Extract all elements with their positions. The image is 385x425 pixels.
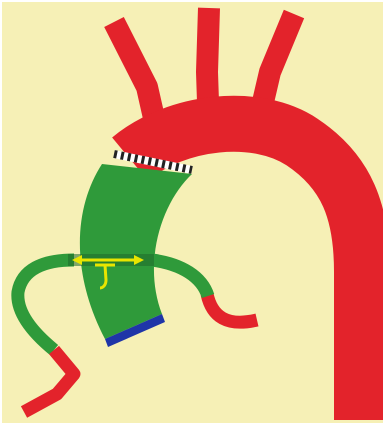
aortic-diagram xyxy=(2,2,383,423)
diagram-frame xyxy=(0,0,385,425)
